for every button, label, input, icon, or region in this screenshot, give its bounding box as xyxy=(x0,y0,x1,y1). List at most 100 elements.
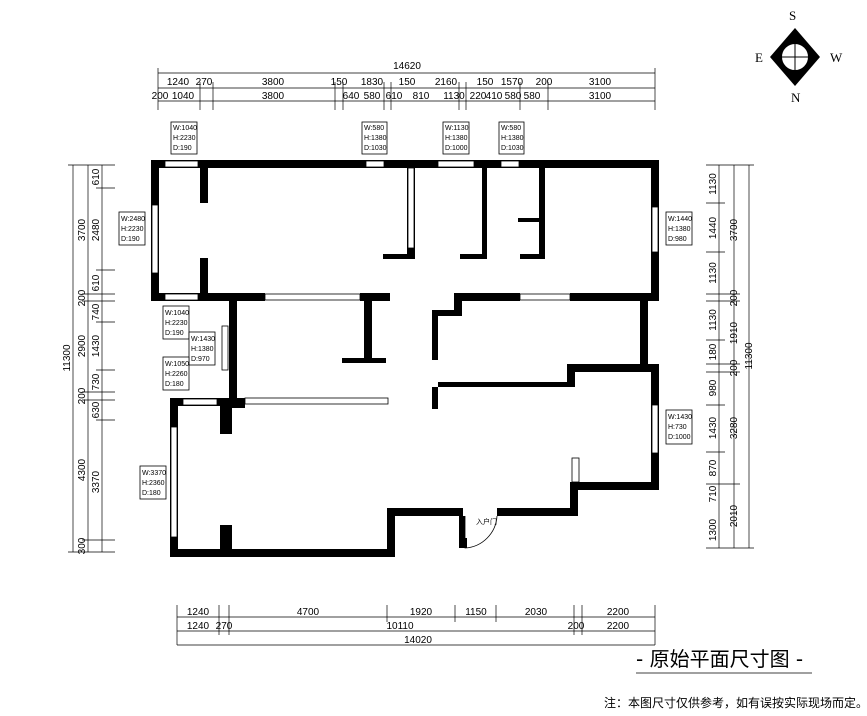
dim-label: 3700 xyxy=(77,218,88,241)
dim-label: 1130 xyxy=(443,91,465,102)
window-tag-w: W:1430 xyxy=(668,414,692,421)
dim-label: 200 xyxy=(568,621,585,632)
dim-label: 220 xyxy=(470,91,487,102)
window-tag-w: W:1440 xyxy=(668,216,692,223)
wall-kitchen-3-base xyxy=(520,254,545,259)
wall-south-step-2 xyxy=(497,508,578,516)
dim-label: 1150 xyxy=(465,607,487,618)
window-tag-w: W:1050 xyxy=(165,361,189,368)
dim-label: 200 xyxy=(77,387,88,404)
dim-label: 1130 xyxy=(708,262,719,284)
wall-corridor-stub xyxy=(432,387,438,409)
wall-band-3 xyxy=(360,293,390,301)
dim-label: 730 xyxy=(91,373,102,390)
dim-label: 2160 xyxy=(435,77,458,88)
bottom-dim-row2: 1240 270 10110 200 2200 xyxy=(187,621,630,632)
dim-label: 610 xyxy=(91,274,102,291)
dim-label: 270 xyxy=(216,621,233,632)
window-tags: W:1040 H:2230 D:190 W:580 H:1380 D:1030 … xyxy=(118,121,693,500)
wall-door-jamb xyxy=(459,516,465,548)
window-tag-d: D:1000 xyxy=(668,434,691,441)
bottom-dim-row1: 1240 4700 1920 1150 2030 2200 xyxy=(187,607,630,618)
top-dim-row2: 200 1040 3800 640 580 610 810 1130 220 4… xyxy=(152,91,612,102)
wall-stub-2 xyxy=(200,258,208,293)
wall-stub-1 xyxy=(200,168,208,203)
compass-rose: S E W N xyxy=(755,8,843,105)
window-opening xyxy=(182,398,218,406)
wall-inner-west xyxy=(229,293,237,408)
dim-label: 270 xyxy=(196,77,213,88)
dim-label: 1830 xyxy=(361,77,384,88)
dim-label: 200 xyxy=(729,359,740,376)
dim-label: 3800 xyxy=(262,91,285,102)
dim-label: 300 xyxy=(77,537,88,554)
dim-label: 3700 xyxy=(729,218,740,241)
wall-north xyxy=(151,160,659,168)
drawing-note: 注：本图尺寸仅供参考，如有误按实际现场而定。 xyxy=(604,695,867,710)
window-tag: W:1440 H:1380 D:980 xyxy=(665,211,693,246)
dim-label: 4300 xyxy=(77,458,88,481)
window-tag-h: H:2230 xyxy=(165,320,188,327)
dim-label: 2010 xyxy=(729,504,740,527)
window-tag-h: H:1380 xyxy=(445,135,468,142)
dim-label: 610 xyxy=(386,91,403,102)
left-dimensions xyxy=(68,164,115,553)
dim-label: 1920 xyxy=(410,607,433,618)
window-tag: W:580 H:1380 D:1030 xyxy=(361,121,388,155)
top-dimensions xyxy=(157,68,656,110)
wall-kitchen-3 xyxy=(539,168,545,258)
dim-label: 1430 xyxy=(708,416,719,439)
entrance-door[interactable]: 入户门 xyxy=(463,515,498,549)
window-opening xyxy=(170,426,178,538)
window-tag-d: D:980 xyxy=(668,236,687,243)
window-tag-w: W:1130 xyxy=(445,125,469,132)
wall-kitchen-3-shelf xyxy=(518,218,540,222)
dim-label: 640 xyxy=(343,91,360,102)
window-tag-d: D:190 xyxy=(165,330,184,337)
top-total-dim: 14620 xyxy=(393,61,421,72)
window-opening xyxy=(500,160,520,168)
dim-label: 1910 xyxy=(729,321,740,344)
wall-south xyxy=(170,549,395,557)
wall-south-step-3 xyxy=(387,508,463,516)
dim-label: 1240 xyxy=(187,607,210,618)
window-tag: W:3370 H:2360 D:180 xyxy=(139,465,167,500)
compass-west-label: W xyxy=(830,50,843,65)
dim-label: 740 xyxy=(91,303,102,320)
window-opening xyxy=(651,206,659,253)
wall-step-drop-2 xyxy=(387,508,395,556)
dim-label: 1240 xyxy=(167,77,190,88)
window-tag-d: D:180 xyxy=(142,490,161,497)
window-tag-d: D:970 xyxy=(191,356,210,363)
window-opening xyxy=(164,293,199,301)
wall-band-5 xyxy=(570,293,659,301)
window-tag-h: H:1380 xyxy=(668,226,691,233)
wall-band-4 xyxy=(454,293,520,301)
window-tag-d: D:190 xyxy=(173,145,192,152)
dim-label: 580 xyxy=(505,91,522,102)
bottom-dimensions xyxy=(176,605,656,646)
dim-label: 4700 xyxy=(297,607,320,618)
window-tag-h: H:1380 xyxy=(364,135,387,142)
dim-label: 2900 xyxy=(77,334,88,357)
wall-stub-4 xyxy=(220,525,232,555)
dim-label: 630 xyxy=(91,401,102,418)
right-dim-outer: 3700 200 1910 200 3280 2010 xyxy=(729,218,740,527)
dim-label: 1130 xyxy=(708,173,719,195)
wall-notch-drop xyxy=(567,364,575,386)
window-tag-d: D:1030 xyxy=(364,145,387,152)
window-tag-w: W:580 xyxy=(501,125,521,132)
dim-label: 200 xyxy=(77,289,88,306)
window-tag: W:1430 H:1380 D:970 xyxy=(188,331,216,366)
window-opening xyxy=(151,204,159,274)
window-tag-w: W:1040 xyxy=(165,310,189,317)
window-tag-h: H:1380 xyxy=(191,346,214,353)
dim-label: 1570 xyxy=(501,77,524,88)
window-tag-w: W:1430 xyxy=(191,336,215,343)
window-tag-h: H:1380 xyxy=(501,135,524,142)
window-tag: W:1040 H:2230 D:190 xyxy=(170,121,198,155)
dim-label: 710 xyxy=(708,485,719,502)
window-tag-h: H:2260 xyxy=(165,371,188,378)
drawing-title: - 原始平面尺寸图 - xyxy=(636,647,803,671)
